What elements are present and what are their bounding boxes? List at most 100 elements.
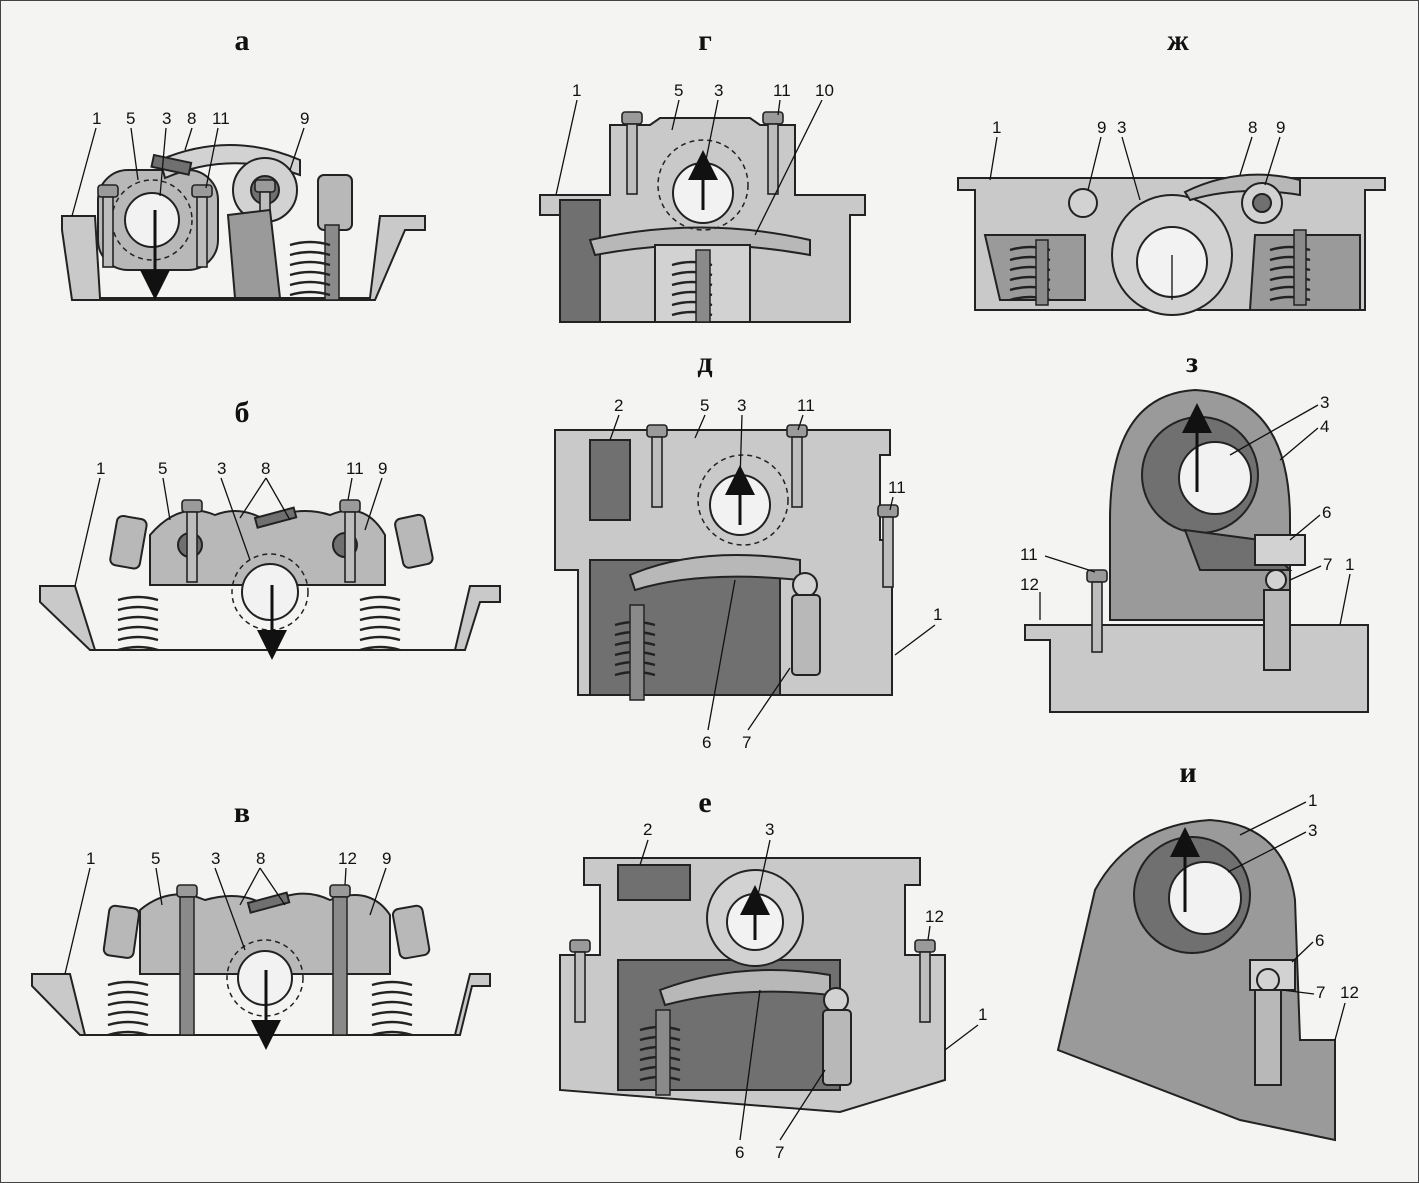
callout-label: 3 xyxy=(211,849,220,868)
leader-lines xyxy=(639,839,979,1141)
camshaft-section-icon xyxy=(241,563,299,621)
camshaft-section-icon xyxy=(124,192,180,248)
callout-label: 8 xyxy=(256,849,265,868)
bolt-shank xyxy=(179,896,195,1036)
panel-e: е 2 3 12 1 6 7 xyxy=(559,786,987,1162)
callout-label: 9 xyxy=(300,109,309,128)
callout-label: 5 xyxy=(151,849,160,868)
panel-g: г 1 5 3 11 10 xyxy=(539,24,866,323)
camshaft-section-icon xyxy=(1168,861,1242,935)
panel-a-title: а xyxy=(235,24,250,57)
callout-label: 5 xyxy=(158,459,167,478)
rocker-arm xyxy=(1183,173,1301,202)
callout-label: 1 xyxy=(96,459,105,478)
hydraulic-lifter-icon xyxy=(109,514,148,570)
panel-a: а 1 5 3 8 11 9 xyxy=(61,24,426,301)
cylinder-head xyxy=(39,585,501,651)
leader-lines xyxy=(989,136,1281,201)
callout-label: 4 xyxy=(1320,417,1329,436)
callout-label: 7 xyxy=(775,1143,784,1162)
hydraulic-lifter-icon xyxy=(317,174,353,231)
panel-zh-labels: 1 9 3 8 9 xyxy=(992,118,1285,137)
lifter-ball xyxy=(1265,569,1287,591)
panel-d: д 2 5 3 11 11 1 6 7 xyxy=(554,346,942,752)
callout-label: 3 xyxy=(162,109,171,128)
panel-i: и 1 3 6 7 12 xyxy=(1056,756,1359,1142)
hydraulic-lifter-icon xyxy=(394,513,434,569)
hydraulic-lifter-icon xyxy=(822,1009,852,1086)
callout-label: 6 xyxy=(735,1143,744,1162)
valve-spring-icon xyxy=(106,980,150,1037)
panel-d-labels: 2 5 3 11 11 1 6 7 xyxy=(614,396,942,752)
callout-label: 1 xyxy=(1308,791,1317,810)
valve-stem xyxy=(324,224,340,301)
cam-lobe-outline xyxy=(697,454,789,546)
hydraulic-lifter-icon xyxy=(1263,589,1291,671)
cylinder-head xyxy=(1024,624,1369,713)
leader-lines xyxy=(555,99,823,236)
callout-label: 11 xyxy=(773,81,791,100)
callout-label: 1 xyxy=(978,1005,987,1024)
callout-label: 1 xyxy=(92,109,101,128)
lifter-ball xyxy=(1256,968,1280,992)
valve-spring-icon xyxy=(370,980,414,1037)
callout-label: 5 xyxy=(700,396,709,415)
cam-lobe-outline xyxy=(111,179,193,261)
callout-label: 3 xyxy=(765,820,774,839)
panel-z: з 3 4 6 11 7 12 1 1 xyxy=(1020,346,1369,713)
leader-lines xyxy=(1039,404,1351,626)
leader-lines xyxy=(71,127,305,217)
callout-label: 8 xyxy=(1248,118,1257,137)
callout-label: 7 xyxy=(742,733,751,752)
rocker-shaft xyxy=(1252,193,1272,213)
leader-lines xyxy=(609,414,936,731)
callout-label: 6 xyxy=(1322,503,1331,522)
callout-label: 3 xyxy=(1320,393,1329,412)
valve-stem xyxy=(1293,229,1307,306)
callout-label: 12 xyxy=(1340,983,1359,1002)
sensor-pad xyxy=(246,891,291,914)
valve-spring-icon xyxy=(116,595,160,652)
callout-label: 9 xyxy=(1276,118,1285,137)
sensor-pad xyxy=(150,153,193,176)
panel-a-labels: 1 5 3 8 11 9 xyxy=(92,109,309,128)
rocker-arm xyxy=(658,969,831,1007)
panel-i-labels: 1 3 6 7 12 xyxy=(1308,791,1359,1002)
panel-e-labels: 2 3 12 1 6 7 xyxy=(643,820,987,1162)
callout-label: 1 xyxy=(1345,555,1354,574)
callout-label: 10 xyxy=(815,81,834,100)
panel-g-title: г xyxy=(698,24,712,57)
hydraulic-lifter-icon xyxy=(1254,989,1282,1086)
valve-stem xyxy=(695,249,711,323)
callout-label: 11 xyxy=(212,109,230,128)
head-wall-section xyxy=(589,439,631,521)
callout-label: 1 xyxy=(933,605,942,624)
valve-stem xyxy=(629,604,645,701)
panel-e-title: е xyxy=(698,786,711,819)
callout-label: 11 xyxy=(346,459,364,478)
callout-label: 12 xyxy=(1020,575,1039,594)
cam-lobe-outline xyxy=(657,139,749,231)
callout-label: 11 xyxy=(797,396,815,415)
leader-lines xyxy=(74,477,383,587)
callout-label: 11 xyxy=(888,478,906,497)
callout-label: 3 xyxy=(714,81,723,100)
head-wall-section xyxy=(559,199,601,323)
panel-zh-title: ж xyxy=(1167,24,1189,57)
leader-lines xyxy=(1227,801,1346,1041)
cylinder-head xyxy=(31,973,491,1036)
hydraulic-lifter-icon xyxy=(791,594,821,676)
callout-label: 2 xyxy=(614,396,623,415)
callout-label: 12 xyxy=(925,907,944,926)
panel-v: в 1 5 3 8 12 9 xyxy=(31,796,491,1050)
callout-label: 8 xyxy=(187,109,196,128)
rocker-arm xyxy=(628,554,801,592)
callout-label: 7 xyxy=(1316,983,1325,1002)
lifter-ball xyxy=(792,572,818,598)
callout-label: 6 xyxy=(1315,931,1324,950)
panel-b: б 1 5 3 8 11 9 xyxy=(39,396,501,660)
callout-label: 3 xyxy=(1117,118,1126,137)
callout-label: 2 xyxy=(643,820,652,839)
callout-label: 1 xyxy=(86,849,95,868)
panel-d-title: д xyxy=(697,346,712,379)
